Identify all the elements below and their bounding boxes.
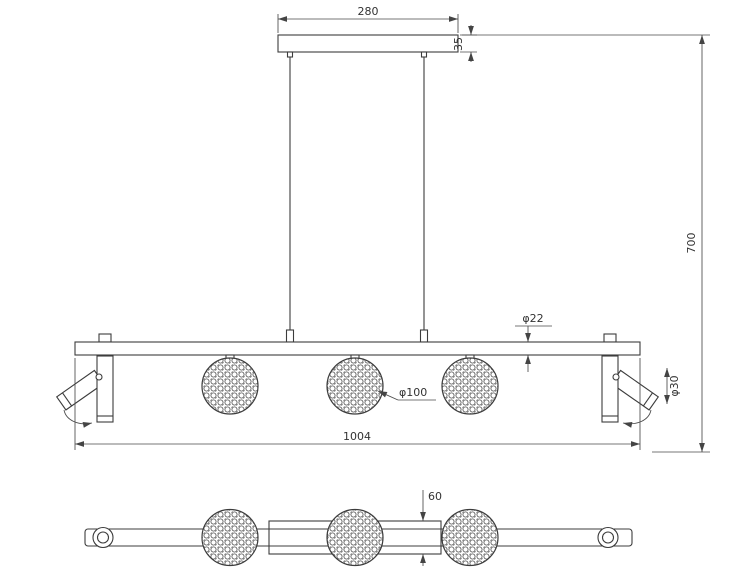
dim-spot-diameter: φ30 [664, 368, 681, 404]
dim-canopy-thickness: 35 [452, 25, 477, 62]
globe [201, 354, 259, 415]
globe-shade [441, 508, 499, 567]
mount-knob-left [98, 333, 112, 343]
spotlight-left [55, 355, 114, 428]
wire-fitting-top-right [420, 51, 428, 58]
globe-shade [201, 508, 259, 567]
dim-bar-thickness: φ22 [515, 312, 552, 372]
globe-shade [326, 508, 384, 567]
spot-pivot [95, 373, 103, 381]
dim-label-spot-diameter: φ30 [668, 375, 681, 396]
dim-label-canopy-thickness: 35 [452, 37, 465, 51]
dim-canopy-depth: 60 [420, 490, 442, 566]
dim-label-globe-diameter: φ100 [399, 386, 427, 399]
rotation-arc [63, 409, 93, 428]
plan-spot-mount-left-inner [96, 531, 110, 544]
dim-overall-height: 700 [462, 34, 710, 453]
plan-view: 60 [84, 490, 633, 567]
plan-spot-mount-right-inner [601, 531, 615, 544]
globe [326, 354, 384, 415]
ceiling-canopy [277, 34, 459, 53]
dim-globe-diameter: φ100 [377, 386, 436, 401]
globe-shade [326, 357, 384, 415]
spot-cylinder [96, 355, 114, 423]
dim-label-canopy-depth: 60 [428, 490, 442, 503]
dim-label-bar-length: 1004 [343, 430, 371, 443]
plan-globe [326, 508, 384, 567]
spotlight-right [601, 355, 660, 428]
dim-label-bar-thickness: φ22 [522, 312, 543, 325]
main-bar [74, 341, 641, 356]
spot-head-cap [642, 392, 653, 407]
dim-canopy-width: 280 [277, 5, 459, 33]
dim-label-canopy-width: 280 [358, 5, 379, 18]
globe-shade [201, 357, 259, 415]
wire-grip-left [285, 329, 295, 343]
side-view: 280 35 φ22 [55, 5, 710, 453]
plan-globe [201, 508, 259, 567]
mount-knob-right [603, 333, 617, 343]
rotation-arc [622, 409, 652, 428]
dim-bar-length: 1004 [74, 358, 641, 450]
globe-shade [441, 357, 499, 415]
spot-pivot [612, 373, 620, 381]
globe [441, 354, 499, 415]
wire-fitting-top-left [286, 51, 294, 58]
wire-grip-right [419, 329, 429, 343]
leader-line [377, 390, 399, 401]
dim-label-overall-height: 700 [685, 233, 698, 254]
spot-cylinder [601, 355, 619, 423]
plan-globe [441, 508, 499, 567]
spot-head-cap [62, 392, 73, 407]
